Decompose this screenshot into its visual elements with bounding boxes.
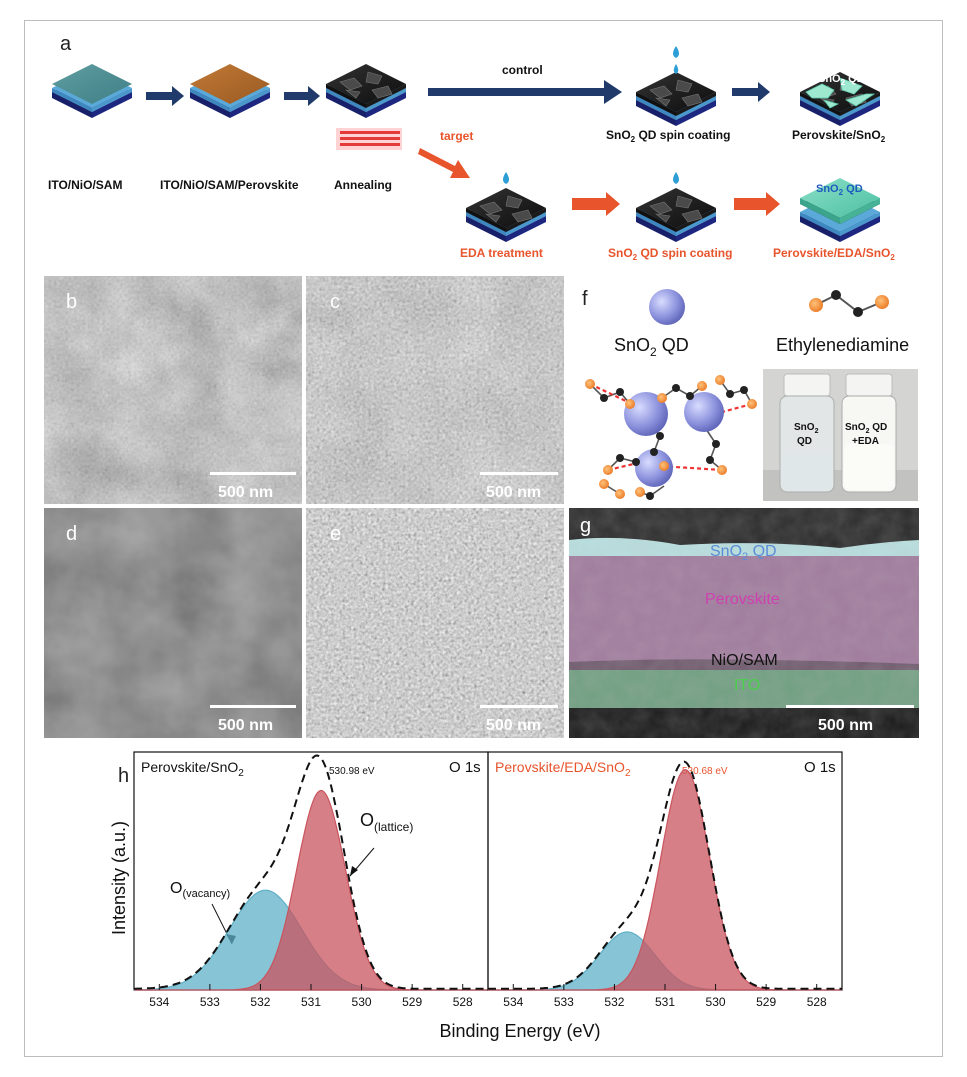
stack-perovskite-sno2 [799, 71, 881, 126]
sem-image-b: b 500 nm [44, 276, 302, 504]
vial1-label-line1: SnO2 [794, 422, 819, 435]
arrow-right-icon [284, 86, 320, 106]
xps1-lattice-label: O(lattice) [360, 810, 413, 834]
x-tick-label: 530 [706, 995, 726, 1009]
sem-image-c: c 500 nm [306, 276, 564, 504]
xps1-peak-label: 530.98 eV [329, 766, 375, 777]
arrow-right-icon [732, 82, 770, 102]
vial2-label-line1: SnO2 QD [845, 422, 887, 435]
stack-spin-control [635, 46, 717, 126]
qd-tag-top: SnO2 QD [818, 73, 865, 87]
arrow-control-icon [428, 80, 622, 104]
xps2-title: Perovskite/EDA/SnO2 [495, 759, 631, 779]
panel-letter-g: g [580, 515, 591, 537]
envelope-curve [134, 754, 488, 990]
label-perovskite-sno2: Perovskite/SnO2 [792, 128, 886, 144]
panel-letter-e: e [330, 523, 341, 545]
stack-eda [465, 172, 547, 242]
x-tick-label: 529 [402, 995, 422, 1009]
layer-label-ito: ITO [734, 677, 760, 694]
x-tick-label: 528 [453, 995, 473, 1009]
x-tick-label: 531 [301, 995, 321, 1009]
xps2-core-level: O 1s [804, 759, 836, 776]
envelope-curve [488, 760, 842, 990]
xps-plot-area: 534 533 532 531 530 529 528 534 533 532 531 530 529 5… [133, 751, 843, 1009]
arrow-right-icon [146, 86, 184, 106]
label-perovskite-eda-sno2: Perovskite/EDA/SnO2 [773, 246, 895, 262]
panel-f: f SnO2 QD Ethylenediamine [582, 288, 918, 501]
vial1-label-line2: QD [797, 436, 812, 447]
x-tick-label: 534 [149, 995, 169, 1009]
xps2-peak-label: 530.68 eV [682, 766, 728, 777]
x-tick-label: 532 [250, 995, 270, 1009]
scale-bar-g: 500 nm [818, 717, 873, 734]
x-tick-label: 534 [503, 995, 523, 1009]
x-tick-label: 528 [807, 995, 827, 1009]
qd-tag-bottom: SnO2 QD [816, 183, 863, 197]
panel-letter-f: f [582, 288, 588, 310]
layer-label-perovskite: Perovskite [705, 591, 780, 608]
droplet-icon [673, 172, 679, 184]
droplet-icon [673, 46, 679, 58]
label-annealing: Annealing [334, 178, 392, 192]
ethylenediamine-molecule-icon [809, 290, 889, 317]
panel-letter-h: h [118, 765, 129, 787]
x-tick-label: 531 [655, 995, 675, 1009]
scale-bar-c: 500 nm [486, 484, 541, 501]
label-sno2-qd: SnO2 QD [614, 335, 689, 359]
vial2-label-line2: +EDA [852, 436, 879, 447]
xps1-core-level: O 1s [449, 759, 481, 776]
label-eda-treatment: EDA treatment [460, 246, 543, 260]
label-ito-nio-sam: ITO/NiO/SAM [48, 178, 122, 192]
scale-bar-e: 500 nm [486, 717, 541, 734]
x-tick-label: 530 [352, 995, 372, 1009]
layer-label-nio-sam: NiO/SAM [711, 652, 778, 669]
droplet-icon [503, 172, 509, 184]
lattice-component-area [134, 789, 488, 991]
layer-label-sno2-qd: SnO2 QD [710, 543, 777, 563]
stack-perovskite-eda-sno2 [800, 178, 880, 242]
panel-letter-d: d [66, 523, 77, 545]
x-axis-label: Binding Energy (eV) [439, 1021, 600, 1041]
lattice-component-area [488, 769, 842, 991]
label-target: target [440, 129, 473, 143]
sem-image-e: e 500 nm [306, 508, 564, 738]
arrow-target-icon [418, 148, 470, 178]
stack-perovskite [190, 64, 270, 118]
label-ito-nio-sam-perovskite: ITO/NiO/SAM/Perovskite [160, 178, 299, 192]
panel-letter-b: b [66, 291, 77, 313]
xps1-vacancy-label: O(vacancy) [170, 880, 230, 900]
panel-a-schematic: a control target SnO2 [48, 33, 895, 262]
stack-spin-target [635, 172, 717, 242]
y-axis-label: Intensity (a.u.) [109, 821, 129, 935]
sem-panels: b 500 nm c 500 nm d 500 nm e 500 nm [44, 276, 564, 738]
sem-image-d: d 500 nm [44, 508, 302, 738]
heater-icon [336, 128, 402, 150]
x-tick-label: 533 [200, 995, 220, 1009]
stack-ito-nio-sam [52, 64, 132, 118]
scale-bar-d: 500 nm [218, 717, 273, 734]
scale-bar-b: 500 nm [218, 484, 273, 501]
sno2-qd-sphere-icon [649, 289, 685, 325]
x-tick-label: 529 [756, 995, 776, 1009]
x-tick-label: 532 [604, 995, 624, 1009]
arrow-right-icon [734, 192, 780, 216]
qd-eda-network-diagram [585, 375, 757, 500]
label-control: control [502, 63, 543, 77]
figure-frame [24, 20, 943, 1057]
x-tick-label: 533 [554, 995, 574, 1009]
xps1-title: Perovskite/SnO2 [141, 759, 244, 779]
arrow-right-icon [572, 192, 620, 216]
label-spin-coating-bottom: SnO2 QD spin coating [608, 246, 732, 262]
panel-letter-c: c [330, 291, 340, 313]
panel-g-cross-section: g SnO2 QD Perovskite NiO/SAM ITO 500 nm [569, 508, 919, 738]
panel-letter-a: a [60, 33, 72, 55]
label-spin-coating-top: SnO2 QD spin coating [606, 128, 730, 144]
vial-photo: SnO2 QD SnO2 QD +EDA [763, 369, 918, 501]
label-ethylenediamine: Ethylenediamine [776, 335, 909, 355]
